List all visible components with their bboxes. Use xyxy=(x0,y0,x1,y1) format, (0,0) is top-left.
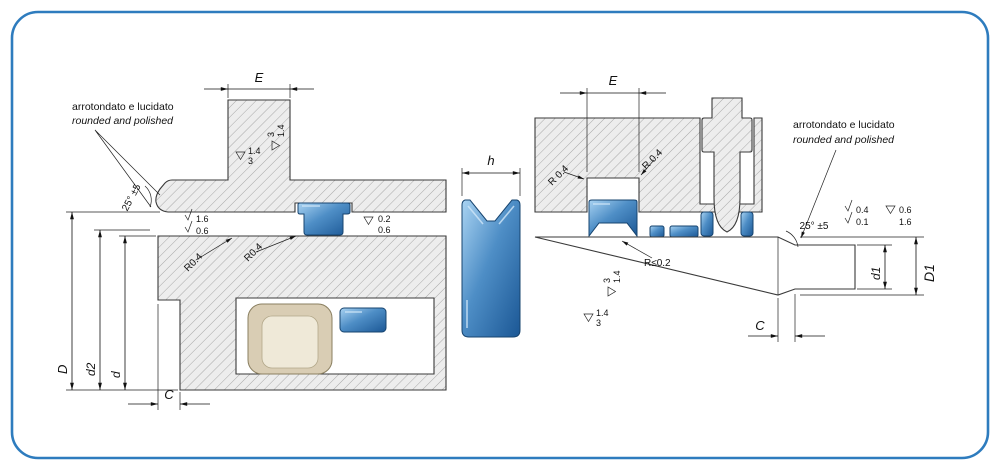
left-dim-C: C xyxy=(128,304,210,410)
right-roughness-triangle: 1.4 3 xyxy=(583,308,609,328)
roughness-triangle-icon xyxy=(583,313,594,323)
left-rough-tri-n1: 1.4 xyxy=(248,146,261,156)
right-dim-E: E xyxy=(560,73,666,172)
left-angle-arc xyxy=(144,185,152,208)
roughness-triangle-icon xyxy=(363,216,374,226)
left-static-seal xyxy=(297,202,351,236)
roughness-check-icon xyxy=(184,220,193,233)
left-rod-seal xyxy=(339,307,387,333)
seal-profile-view: h xyxy=(461,153,521,338)
right-rod-seal xyxy=(588,199,638,238)
left-note-english: rounded and polished xyxy=(72,115,174,127)
left-roughness-triangle: 1.4 3 xyxy=(235,146,261,166)
roughness-check-icon xyxy=(844,211,853,224)
roughness-triangle-icon xyxy=(607,286,617,297)
right-gland-block xyxy=(534,117,763,213)
left-upper-housing xyxy=(155,99,447,213)
left-tip-finish-bottom: 0.6 xyxy=(196,226,209,236)
dim-h-label: h xyxy=(487,153,494,168)
left-note-leader xyxy=(94,129,161,208)
right-rough-rot-n2: 1.4 xyxy=(612,270,622,283)
right-dim-D1: D1 xyxy=(800,236,937,296)
left-dim-d2: d2 xyxy=(84,229,150,390)
right-step-finish-top: 0.4 xyxy=(856,205,869,215)
left-dim-C-label: C xyxy=(164,387,174,402)
right-backup-ring-2 xyxy=(669,225,699,238)
right-rough-tri-n1: 1.4 xyxy=(596,308,609,318)
right-angle-arc xyxy=(785,230,799,248)
right-note: arrotondato e lucidato rounded and polis… xyxy=(793,119,895,239)
right-note-leader xyxy=(800,149,837,239)
left-note: arrotondato e lucidato rounded and polis… xyxy=(72,101,174,208)
right-rough-rot-n1: 3 xyxy=(602,278,612,283)
right-angle-label: 25° ±5 xyxy=(800,221,829,232)
right-rod xyxy=(534,236,856,296)
left-groove-finish-bottom: 0.6 xyxy=(378,225,391,235)
right-chamfer-angle: 25° ±5 xyxy=(785,221,829,248)
roughness-triangle-icon xyxy=(271,140,281,151)
right-step-finish-bottom: 0.1 xyxy=(856,217,869,227)
roughness-triangle-icon xyxy=(885,205,896,215)
seal-profile-highlight xyxy=(466,205,515,328)
right-note-english: rounded and polished xyxy=(793,134,895,146)
right-tri-finish-top: 0.6 xyxy=(899,205,912,215)
right-dim-C-label: C xyxy=(755,318,765,333)
right-roughness-rotated: 3 1.4 xyxy=(602,270,622,297)
right-plug-seal-right xyxy=(740,211,754,237)
right-tri-finish-bottom: 1.6 xyxy=(899,217,912,227)
right-dim-D1-label: D1 xyxy=(921,264,937,282)
left-dim-E-label: E xyxy=(255,70,264,85)
left-section-view: arrotondato e lucidato rounded and polis… xyxy=(55,70,447,410)
right-triangle-finish-callout: 0.6 1.6 xyxy=(885,205,912,227)
left-groove-finish-callout: 0.2 0.6 xyxy=(363,214,391,235)
right-step-finish-callout: 0.4 0.1 xyxy=(844,199,869,227)
left-dim-d-label: d xyxy=(109,371,123,378)
page-border xyxy=(10,10,990,460)
roughness-check-icon xyxy=(844,199,853,212)
right-section-view: E R 0.4 R 0.4 arrotondato e lucidato rou… xyxy=(534,73,937,342)
right-groove-radius-callout: R≤0.2 xyxy=(621,240,671,269)
roughness-triangle-icon xyxy=(235,151,246,161)
left-rough-rot-n2: 1.4 xyxy=(276,124,286,137)
left-guide-ring-core xyxy=(261,315,319,369)
right-groove-radius-label: R≤0.2 xyxy=(644,258,671,269)
right-dim-C: C xyxy=(748,294,825,342)
left-tip-finish-top: 1.6 xyxy=(196,214,209,224)
right-plug xyxy=(701,97,753,233)
left-chamfer-angle: 25° ±5 xyxy=(120,182,152,213)
left-lower-housing xyxy=(157,235,447,391)
left-rough-tri-n2: 3 xyxy=(248,156,253,166)
left-groove-finish-top: 0.2 xyxy=(378,214,391,224)
left-angle-label: 25° ±5 xyxy=(120,182,144,213)
left-dim-E: E xyxy=(204,70,314,98)
right-dim-E-label: E xyxy=(609,73,618,88)
right-dim-d1-label: d1 xyxy=(869,267,883,280)
seal-profile xyxy=(461,199,521,338)
dim-h: h xyxy=(461,153,521,196)
roughness-check-icon xyxy=(184,208,193,221)
left-roughness-rotated: 3 1.4 xyxy=(266,124,286,151)
right-plug-seal-left xyxy=(700,211,714,237)
left-tip-finish-callout: 1.6 0.6 xyxy=(184,208,209,236)
left-rough-rot-n1: 3 xyxy=(266,132,276,137)
right-backup-ring-1 xyxy=(649,225,665,238)
left-note-italian: arrotondato e lucidato xyxy=(72,101,174,113)
left-dim-d: d xyxy=(109,235,156,390)
right-dim-d1: d1 xyxy=(857,244,892,290)
right-note-italian: arrotondato e lucidato xyxy=(793,119,895,131)
left-dim-d2-label: d2 xyxy=(84,362,98,376)
left-dim-D: D xyxy=(55,211,178,391)
right-rough-tri-n2: 3 xyxy=(596,318,601,328)
left-dim-D-label: D xyxy=(55,365,70,374)
